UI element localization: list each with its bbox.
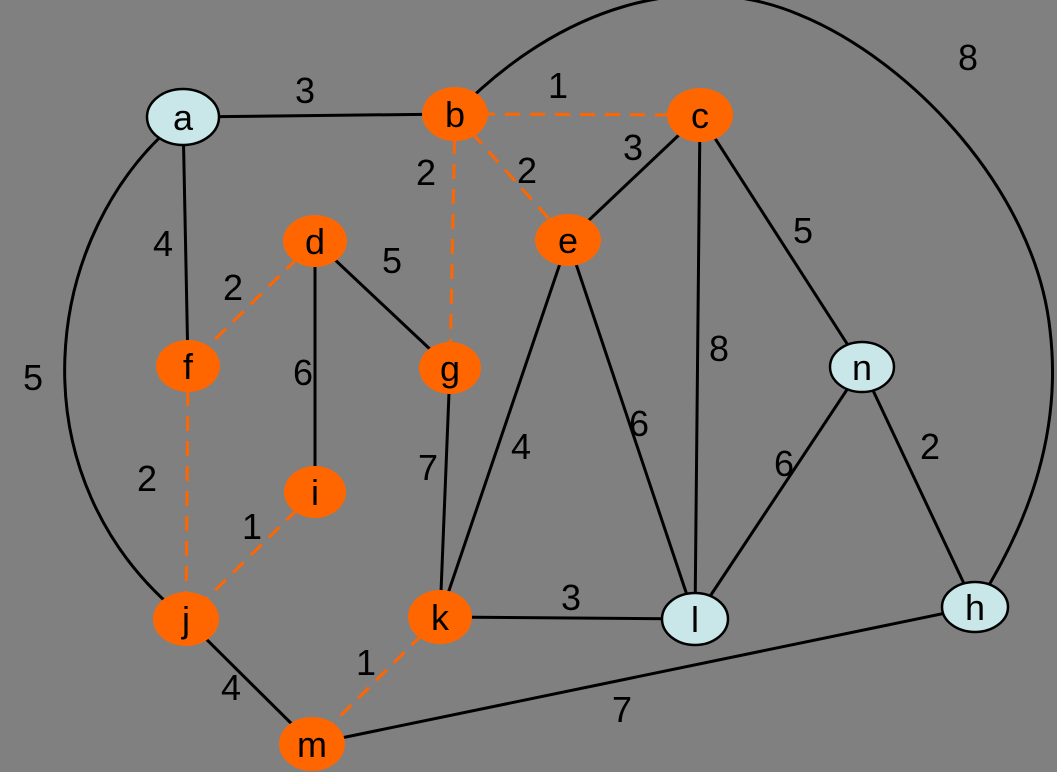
edge-b-h bbox=[453, 0, 1054, 601]
edge-n-l bbox=[693, 366, 864, 620]
node-g: g bbox=[419, 342, 481, 394]
node-k: k bbox=[408, 590, 472, 644]
edge-weight-j-m: 4 bbox=[221, 667, 241, 708]
node-f: f bbox=[156, 340, 220, 392]
edge-weight-k-l: 3 bbox=[561, 577, 581, 618]
node-l: l bbox=[660, 591, 730, 647]
edge-k-m bbox=[310, 615, 442, 746]
edge-f-j bbox=[184, 365, 190, 620]
node-i: i bbox=[284, 466, 346, 518]
node-h-shape bbox=[940, 580, 1010, 634]
edge-d-g bbox=[313, 239, 452, 370]
node-e-label: e bbox=[558, 220, 578, 261]
node-g-shape bbox=[419, 342, 481, 394]
node-l-label: l bbox=[691, 599, 699, 640]
node-h: h bbox=[940, 580, 1010, 634]
edge-weight-e-l: 6 bbox=[629, 403, 649, 444]
node-b-shape bbox=[422, 87, 488, 141]
node-a: a bbox=[145, 87, 221, 147]
edge-weight-f-j: 2 bbox=[137, 458, 157, 499]
node-a-label: a bbox=[173, 97, 194, 138]
edge-weight-b-e: 2 bbox=[517, 150, 537, 191]
edge-weight-e-k: 4 bbox=[511, 426, 531, 467]
edge-k-l bbox=[439, 615, 696, 621]
node-e-shape bbox=[535, 214, 601, 266]
node-i-shape bbox=[284, 466, 346, 518]
node-d: d bbox=[283, 215, 347, 267]
node-k-label: k bbox=[431, 597, 450, 638]
edge-weight-d-i: 6 bbox=[293, 352, 313, 393]
node-a-shape bbox=[145, 87, 221, 147]
edge-d-f bbox=[186, 239, 317, 368]
node-b-label: b bbox=[445, 94, 465, 135]
edge-e-l bbox=[566, 239, 697, 620]
node-b: b bbox=[422, 87, 488, 141]
edge-weight-a-f: 4 bbox=[153, 223, 173, 264]
edge-i-j bbox=[184, 490, 317, 621]
edge-c-n bbox=[698, 114, 864, 368]
edge-j-m bbox=[184, 617, 314, 746]
node-j: j bbox=[153, 592, 219, 646]
edge-weight-n-h: 2 bbox=[920, 426, 940, 467]
node-j-shape bbox=[153, 592, 219, 646]
edge-weight-b-h: 8 bbox=[958, 37, 978, 78]
edge-weight-m-h: 7 bbox=[612, 689, 632, 730]
node-i-label: i bbox=[311, 472, 319, 513]
node-n-shape bbox=[828, 340, 896, 394]
edge-weight-a-j: 5 bbox=[23, 357, 43, 398]
edge-weight-k-m: 1 bbox=[356, 642, 376, 683]
edge-a-b bbox=[182, 112, 456, 119]
edge-weight-i-j: 1 bbox=[242, 506, 262, 547]
edge-c-e bbox=[566, 113, 702, 242]
edge-weight-c-e: 3 bbox=[623, 127, 643, 168]
node-f-shape bbox=[156, 340, 220, 392]
edge-n-h bbox=[860, 366, 977, 608]
node-n-label: n bbox=[852, 347, 872, 388]
edge-a-f bbox=[181, 116, 190, 367]
node-k-shape bbox=[408, 590, 472, 644]
node-g-label: g bbox=[440, 348, 460, 389]
edge-weight-a-b: 3 bbox=[295, 70, 315, 111]
node-m: m bbox=[279, 717, 345, 771]
edge-e-k bbox=[438, 239, 570, 618]
edge-weight-d-g: 5 bbox=[382, 240, 402, 281]
node-d-label: d bbox=[305, 221, 325, 262]
node-d-shape bbox=[283, 215, 347, 267]
node-j-label: j bbox=[181, 599, 190, 640]
edge-weight-b-g: 2 bbox=[416, 152, 436, 193]
edge-weight-d-f: 2 bbox=[223, 267, 243, 308]
edge-b-g bbox=[448, 113, 457, 369]
edge-weight-c-l: 8 bbox=[709, 328, 729, 369]
edge-m-h bbox=[311, 605, 976, 746]
edge-a-j bbox=[63, 115, 187, 621]
node-l-shape bbox=[660, 591, 730, 647]
edge-c-l bbox=[693, 114, 702, 620]
node-m-label: m bbox=[297, 724, 327, 765]
edge-weight-b-c: 1 bbox=[548, 65, 568, 106]
edge-weight-c-n: 5 bbox=[793, 210, 813, 251]
edge-weight-n-l: 6 bbox=[774, 443, 794, 484]
node-e: e bbox=[535, 214, 601, 266]
node-h-label: h bbox=[965, 587, 985, 628]
node-c: c bbox=[667, 88, 733, 142]
node-m-shape bbox=[279, 717, 345, 771]
edge-g-k bbox=[438, 367, 452, 618]
node-n: n bbox=[828, 340, 896, 394]
edge-b-c bbox=[454, 112, 701, 117]
node-c-shape bbox=[667, 88, 733, 142]
edge-weight-g-k: 7 bbox=[418, 447, 438, 488]
node-f-label: f bbox=[183, 346, 194, 387]
node-c-label: c bbox=[691, 95, 709, 136]
